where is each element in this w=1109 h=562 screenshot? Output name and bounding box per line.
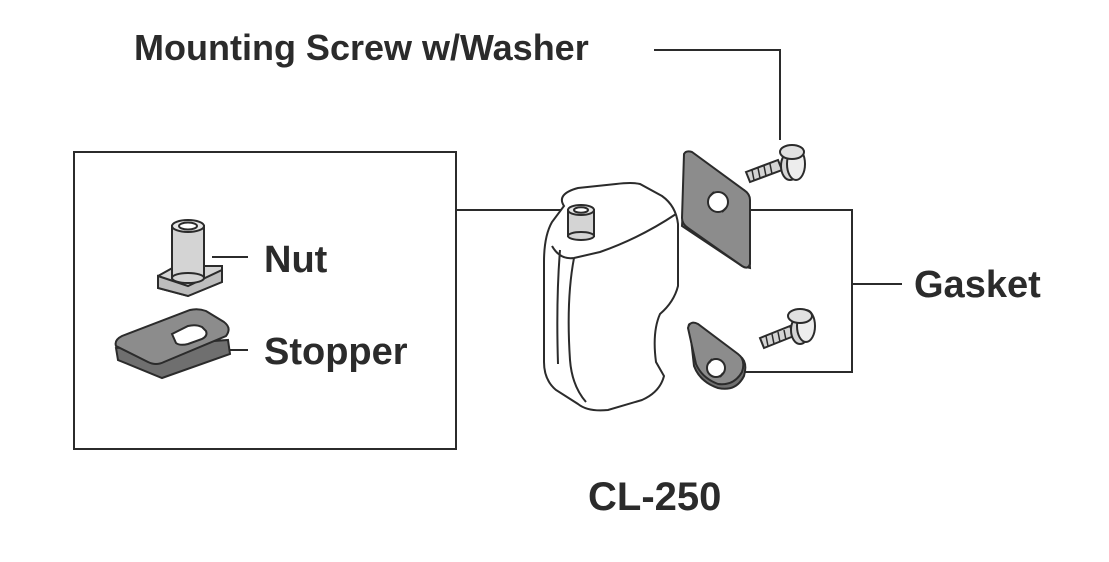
handle-body-icon — [543, 182, 679, 412]
gasket-round-icon — [686, 321, 747, 390]
mounting-screw-leader — [654, 49, 781, 140]
stopper-icon — [114, 308, 232, 380]
screw-icon-lower — [758, 308, 816, 350]
mounting-screw-label: Mounting Screw w/Washer — [134, 27, 589, 68]
screw-icon — [744, 144, 806, 184]
gasket-bracket — [744, 209, 853, 373]
gasket-label: Gasket — [914, 264, 1041, 306]
model-label: CL-250 — [588, 475, 721, 519]
nut-label: Nut — [264, 239, 328, 281]
accessory-inset-box — [73, 151, 457, 450]
leader-lines — [212, 49, 902, 373]
nut-icon — [157, 219, 223, 298]
stopper-label: Stopper — [264, 331, 408, 373]
gasket-square-icon — [680, 150, 752, 270]
